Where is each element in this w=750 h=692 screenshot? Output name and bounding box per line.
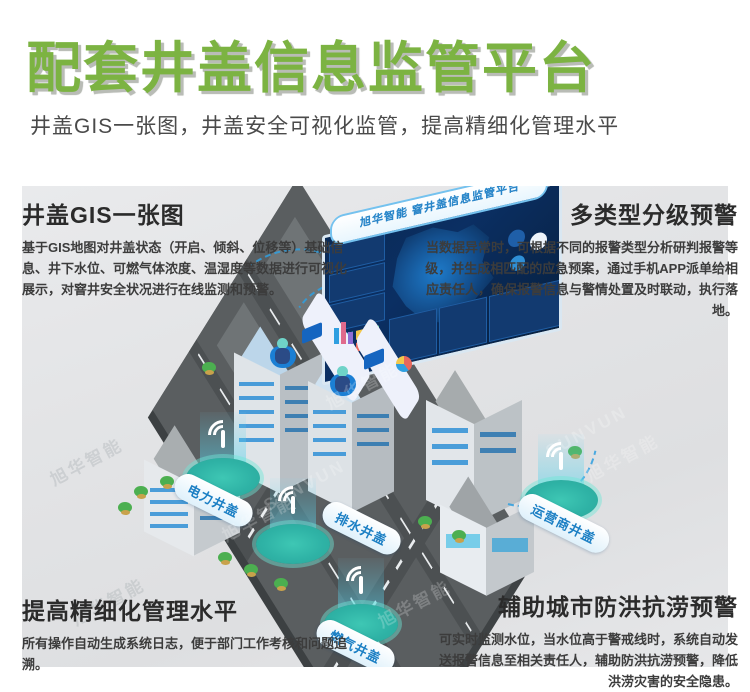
control-room (268, 289, 483, 423)
feature-block-management: 提高精细化管理水平 所有操作自动生成系统日志，便于部门工作考核和问题追溯。 (22, 592, 352, 675)
feature-block-flood: 辅助城市防洪抗涝预警 可实时监测水位，当水位高于警戒线时，系统自动发送报警信息至… (430, 588, 738, 692)
feature-heading: 辅助城市防洪抗涝预警 (498, 594, 738, 620)
operator-avatar (337, 366, 348, 377)
building (234, 326, 322, 494)
wifi-icon (539, 435, 583, 479)
isometric-city-illustration: 电力井盖 排水井盖 运营商井盖 燃气井盖 (22, 186, 728, 667)
building (440, 476, 534, 596)
feature-body: 基于GIS地图对井盖状态（开启、倾斜、位移等）基础信息、井下水位、可燃气体浓度、… (22, 240, 348, 297)
operator-body (335, 376, 350, 392)
building (426, 370, 522, 524)
desk-chart (341, 322, 346, 344)
wifi-icon (201, 413, 245, 457)
feature-heading: 多类型分级预警 (570, 202, 738, 228)
operator-body (275, 348, 290, 364)
feature-heading: 井盖GIS一张图 (22, 202, 185, 228)
header: 配套井盖信息监管平台 井盖GIS一张图，井盖安全可视化监管，提高精细化管理水平 (0, 0, 750, 186)
page-subtitle: 井盖GIS一张图，井盖安全可视化监管，提高精细化管理水平 (30, 115, 620, 138)
page-title: 配套井盖信息监管平台 (26, 37, 597, 99)
illustration-panel: 电力井盖 排水井盖 运营商井盖 燃气井盖 (22, 186, 728, 667)
feature-body: 可实时监测水位，当水位高于警戒线时，系统自动发送报警信息至相关责任人，辅助防洪抗… (438, 632, 738, 689)
feature-block-alerts: 多类型分级预警 当数据异常时，可根据不同的报警类型分析研判报警等级，并生成相匹配… (420, 196, 738, 321)
manhole-cover-disc (256, 524, 330, 564)
feature-block-gis: 井盖GIS一张图 基于GIS地图对井盖状态（开启、倾斜、位移等）基础信息、井下水… (22, 196, 352, 300)
desk-chart (348, 332, 353, 344)
wifi-icon (271, 479, 315, 523)
wifi-icon (339, 559, 383, 603)
operator-avatar (277, 338, 288, 349)
feature-body: 所有操作自动生成系统日志，便于部门工作考核和问题追溯。 (22, 636, 348, 672)
desk-chart (334, 328, 339, 344)
pie-chart (396, 356, 412, 372)
feature-heading: 提高精细化管理水平 (22, 598, 238, 624)
feature-body: 当数据异常时，可根据不同的报警类型分析研判报警等级，并生成相匹配的应急预案，通过… (425, 240, 738, 318)
building (308, 354, 394, 513)
